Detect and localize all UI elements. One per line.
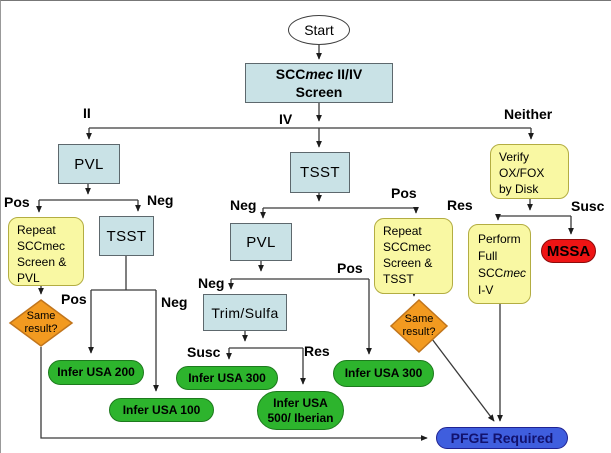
pfge-required-label: PFGE Required (450, 430, 554, 446)
edge-label-iv: IV (279, 111, 293, 127)
infer-usa500-iberian-node: Infer USA 500/ Iberian (257, 391, 344, 430)
tsst-mid-node: TSST (290, 152, 350, 193)
perform-line4: I-V (478, 283, 494, 298)
screen-line2: Screen (295, 84, 343, 100)
edge-label-tsst-left-pos: Pos (61, 291, 87, 307)
edge-label-tsst-mid-pos: Pos (391, 185, 417, 201)
trim-sulfa-node: Trim/Sulfa (203, 294, 287, 331)
repeat-screen-tsst-node: Repeat SCCmec Screen & TSST (374, 218, 453, 294)
edge-label-trim-susc: Susc (187, 344, 221, 360)
same-result-1-label: Same result? (24, 310, 58, 335)
pvl-mid-node: PVL (230, 223, 292, 261)
tsst-left-node: TSST (99, 216, 154, 256)
infer-usa300-left-node: Infer USA 300 (176, 366, 278, 390)
infer-usa300-right-label: Infer USA 300 (344, 366, 423, 380)
trim-sulfa-label: Trim/Sulfa (211, 304, 279, 321)
edge-label-pvl-mid-neg: Neg (198, 275, 225, 291)
sccmec-screen-node: SCCmec II/IV Screen (245, 63, 393, 103)
perform-full-sccmec-node: Perform Full SCCmec I-V (468, 224, 531, 304)
same-result-diamond-2-shape (389, 298, 449, 354)
infer-usa300-right-node: Infer USA 300 (333, 360, 434, 387)
perform-mec-italic-text: mec (503, 266, 527, 281)
edge-label-tsst-mid-neg: Neg (230, 197, 257, 213)
start-label: Start (304, 22, 334, 38)
start-node: Start (288, 15, 350, 45)
screen-mec-italic-text: mec (305, 65, 334, 82)
perform-scc-text: SCC (478, 266, 504, 281)
perform-line2: Full (478, 249, 498, 264)
edge-label-ii: II (83, 105, 91, 121)
infer-usa200-node: Infer USA 200 (48, 360, 144, 385)
mssa-node: MSSA (541, 239, 596, 263)
screen-type-text: II/IV (333, 65, 363, 82)
edge-label-trim-res: Res (304, 343, 330, 359)
edge-label-tsst-left-neg: Neg (161, 294, 188, 310)
edge-label-neither: Neither (504, 106, 553, 122)
perform-line1: Perform (478, 232, 521, 246)
screen-line1: SCCmec II/IV (276, 65, 362, 83)
infer-usa300-left-label: Infer USA 300 (188, 370, 266, 385)
tsst-left-label: TSST (106, 227, 147, 245)
repeat-screen-pvl-node: Repeat SCCmec Screen & PVL (8, 217, 84, 286)
mssa-label: MSSA (546, 242, 591, 260)
edge-label-pvl-left-pos: Pos (4, 194, 30, 210)
screen-scc-text: SCC (275, 65, 306, 82)
same-result-2-label: Same result? (402, 313, 436, 338)
pvl-mid-label: PVL (246, 233, 276, 251)
pfge-required-node: PFGE Required (436, 427, 568, 449)
verify-oxfox-node: Verify OX/FOX by Disk (490, 144, 569, 199)
pvl-left-label: PVL (74, 155, 104, 173)
edge-label-pvl-mid-pos: Pos (337, 260, 363, 276)
infer-usa500-iberian-label: Infer USA 500/ Iberian (267, 395, 334, 425)
perform-line3: SCCmec (478, 265, 528, 282)
edge-label-verify-res: Res (447, 197, 473, 213)
tsst-mid-label: TSST (300, 164, 340, 181)
infer-usa100-node: Infer USA 100 (109, 398, 214, 422)
same-result-diamond-1-shape (8, 299, 74, 347)
pvl-left-node: PVL (58, 144, 120, 184)
infer-usa100-label: Infer USA 100 (122, 402, 201, 417)
edge-label-verify-susc: Susc (571, 198, 605, 214)
edge-label-pvl-left-neg: Neg (147, 192, 174, 208)
infer-usa200-label: Infer USA 200 (57, 365, 135, 379)
